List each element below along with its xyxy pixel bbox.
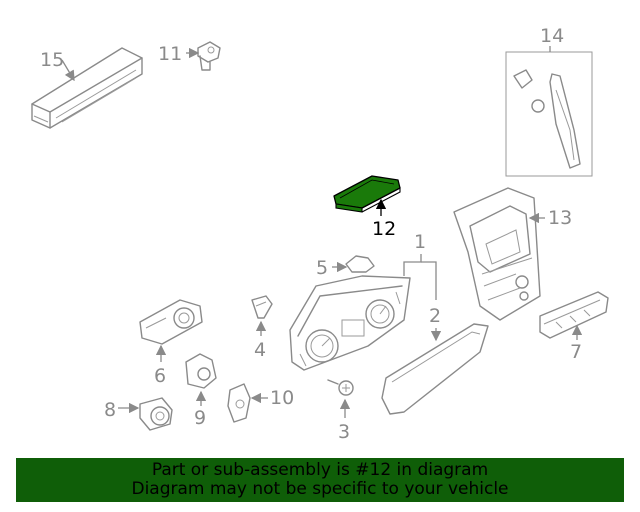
part-2-lens-cover	[381, 323, 489, 415]
callout-9: 9	[194, 407, 206, 429]
part-8-ignition-switch	[139, 397, 173, 431]
part-5-gasket	[345, 255, 375, 273]
leader-15	[61, 59, 75, 82]
callout-3: 3	[338, 421, 350, 443]
part-3-screw	[327, 379, 354, 396]
part-13-center-bezel	[453, 187, 541, 321]
part-9-bracket	[185, 353, 217, 389]
callout-2: 2	[429, 305, 441, 327]
leader-1b	[421, 261, 437, 300]
part-7-switch-panel	[539, 291, 609, 339]
part-11-clip	[197, 41, 221, 71]
callout-8: 8	[104, 399, 116, 421]
callout-5: 5	[316, 257, 328, 279]
callout-6: 6	[154, 365, 166, 387]
part-6-switch	[139, 299, 203, 345]
info-banner: Part or sub-assembly is #12 in diagram D…	[16, 458, 624, 502]
callout-14: 14	[540, 25, 564, 47]
callout-1: 1	[414, 231, 426, 253]
callout-11: 11	[158, 43, 182, 65]
part-4-clip	[251, 295, 273, 319]
banner-line-1: Part or sub-assembly is #12 in diagram	[151, 460, 489, 480]
leader-1	[403, 254, 422, 276]
callout-7: 7	[570, 341, 582, 363]
part-1-instrument-cluster	[289, 275, 411, 371]
part-10-bracket	[227, 383, 251, 423]
part-15-module	[31, 47, 143, 129]
callout-15: 15	[40, 49, 64, 71]
part-14-trim-box	[505, 51, 593, 177]
callout-10: 10	[270, 387, 294, 409]
callout-4: 4	[254, 339, 266, 361]
banner-line-2: Diagram may not be specific to your vehi…	[131, 479, 509, 499]
part-12-module-highlighted	[333, 175, 401, 213]
callout-13: 13	[548, 207, 572, 229]
callout-12: 12	[372, 218, 396, 240]
